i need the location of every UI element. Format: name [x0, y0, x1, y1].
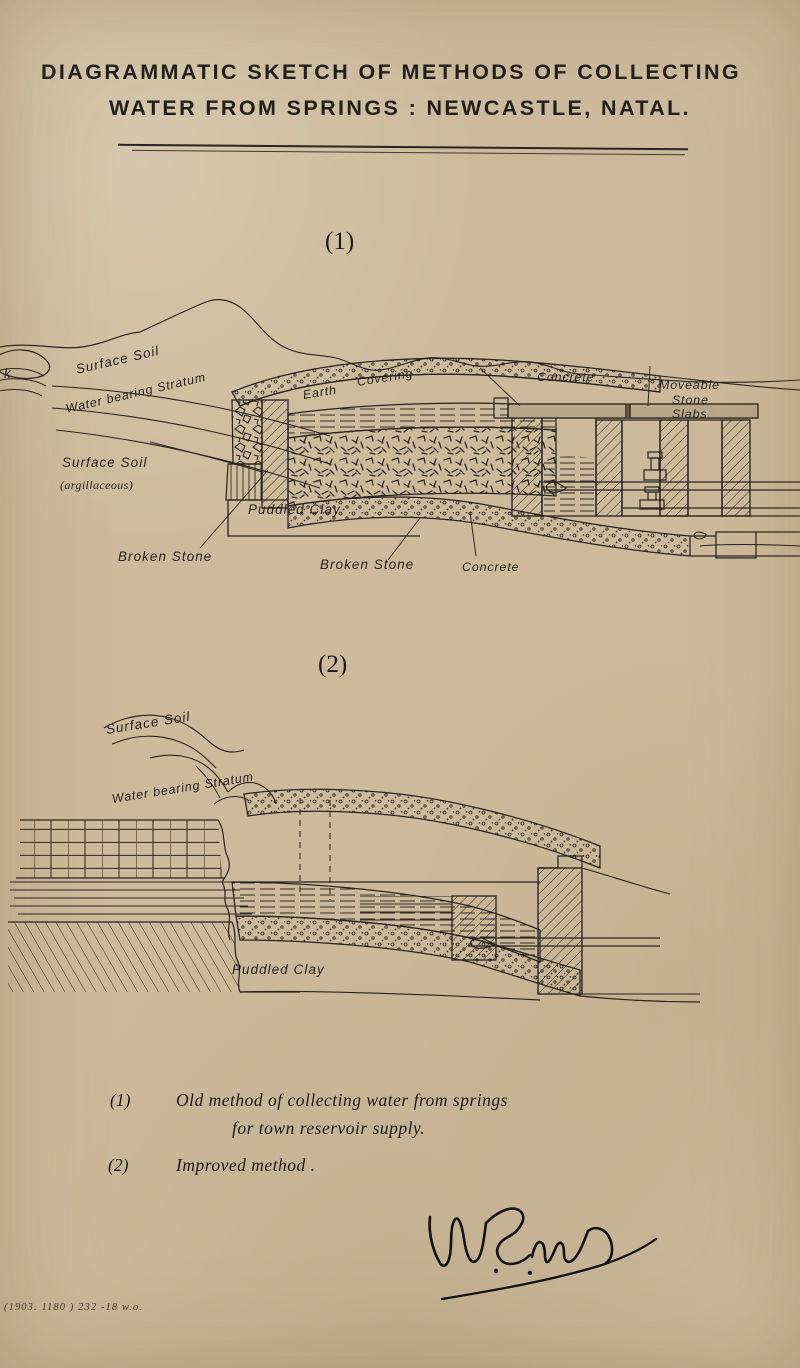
label-broken-stone-left: Broken Stone: [118, 549, 213, 564]
label-concrete-bottom: Concrete: [462, 560, 520, 574]
label-rock-partial: k: [4, 366, 12, 381]
signature: [428, 1207, 658, 1301]
label-argillaceous: (argillaceous): [60, 478, 134, 492]
title-line-1: DIAGRAMMATIC SKETCH OF METHODS OF COLLEC…: [41, 60, 741, 84]
divider-thin-line: [132, 149, 685, 156]
label-concrete-top: Concrete: [537, 370, 595, 384]
label-puddled-clay-fig1: Puddled Clay: [248, 502, 341, 517]
label-moveable-stone-slabs-line3: Slabs: [672, 407, 708, 421]
label-moveable-stone-slabs-line2: Stone: [672, 393, 709, 407]
page-title: DIAGRAMMATIC SKETCH OF METHODS OF COLLEC…: [0, 54, 800, 126]
label-surface-soil-left: Surface Soil: [62, 455, 148, 470]
label-moveable-stone-slabs-line1: Moveable: [659, 378, 720, 392]
caption-2-line-1: Improved method .: [176, 1155, 316, 1175]
caption-1-line-1: Old method of collecting water from spri…: [176, 1090, 508, 1110]
title-line-2: WATER FROM SPRINGS : NEWCASTLE, NATAL.: [108, 96, 692, 120]
caption-1-number: (1): [110, 1090, 131, 1110]
title-divider-rule: [118, 143, 689, 164]
label-puddled-clay-fig2: Puddled Clay: [232, 962, 325, 977]
caption-1-line-2: for town reservoir supply.: [232, 1118, 426, 1138]
figure-2-drawing: [8, 714, 701, 1003]
caption-2-number: (2): [108, 1155, 129, 1175]
label-broken-stone-mid: Broken Stone: [320, 557, 415, 572]
figure-1-drawing: [0, 299, 800, 561]
figure-1-number: (1): [325, 228, 355, 255]
printer-mark: (1903. 1180 ) 232 -18 w.o.: [4, 1302, 144, 1313]
figure-2-number: (2): [318, 651, 348, 678]
